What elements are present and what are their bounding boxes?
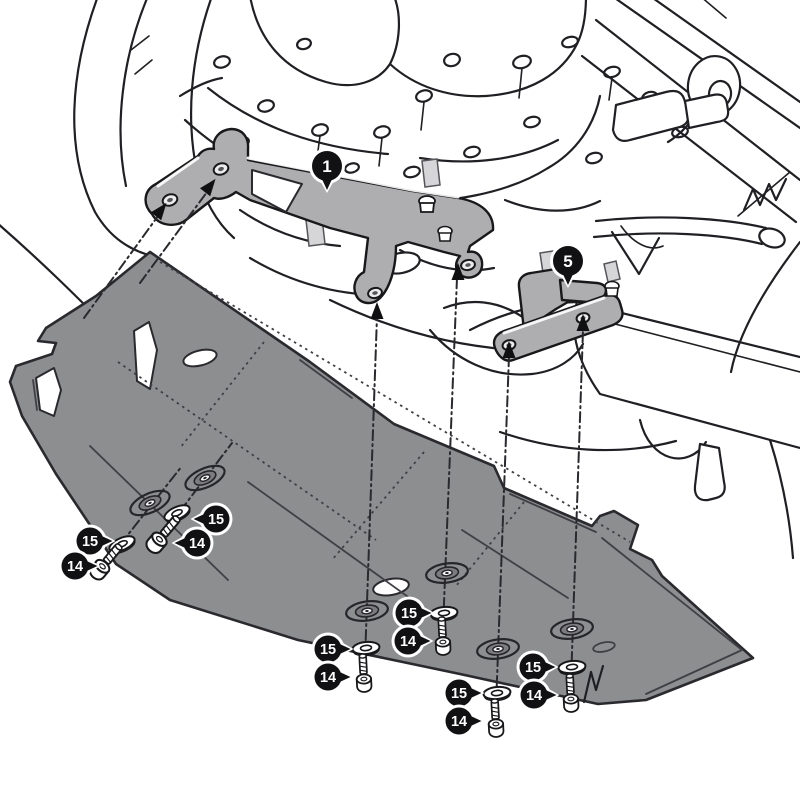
plate-cutout-hole bbox=[133, 321, 158, 390]
engine-line-art bbox=[0, 0, 800, 560]
pointer-arrow bbox=[370, 302, 384, 319]
plate-cutout-hole bbox=[35, 367, 62, 417]
arrows-group bbox=[150, 178, 590, 358]
part-callout-balloon: 14 bbox=[58, 549, 101, 583]
bracket-5 bbox=[492, 250, 624, 362]
alignment-leader-line bbox=[364, 315, 378, 661]
alignment-leader-line bbox=[495, 355, 510, 707]
pointer-arrow bbox=[502, 341, 516, 358]
screw-part-14 bbox=[88, 543, 123, 581]
part-number-label: 14 bbox=[320, 670, 336, 686]
part-callout-balloon: 14 bbox=[517, 678, 560, 712]
plate-mount-boss bbox=[476, 638, 520, 660]
bracket5-bolt bbox=[604, 280, 620, 297]
part-number-label: 15 bbox=[320, 642, 336, 658]
skid-plate bbox=[8, 250, 755, 706]
plate-slot-hole bbox=[182, 348, 218, 368]
alignment-leader-line bbox=[167, 442, 233, 528]
part-callout-balloon: 15 bbox=[73, 524, 116, 558]
part-number-label: 15 bbox=[525, 660, 541, 676]
linkage-detail bbox=[611, 54, 742, 144]
plate-mount-boss bbox=[345, 600, 389, 622]
part-callout-balloon: 1 bbox=[309, 148, 345, 193]
screw-part-14 bbox=[434, 616, 452, 656]
part-callout-balloon: 14 bbox=[171, 526, 214, 560]
part-callout-balloon: 14 bbox=[311, 660, 354, 694]
pointer-arrow bbox=[150, 202, 167, 221]
part-number-label: 15 bbox=[451, 686, 467, 702]
part-number-label: 14 bbox=[400, 634, 416, 650]
screw-part-14 bbox=[145, 515, 181, 555]
alignment-leader-line bbox=[139, 191, 208, 284]
alignment-leader-line bbox=[570, 329, 584, 683]
part-callout-balloon: 14 bbox=[391, 624, 434, 658]
washer-part-15 bbox=[351, 640, 381, 657]
part-number-label: 1 bbox=[322, 157, 331, 176]
part-callout-balloon: 5 bbox=[550, 243, 586, 288]
part-number-label: 14 bbox=[526, 688, 542, 704]
plate-mount-boss bbox=[425, 562, 469, 584]
part-number-label: 15 bbox=[401, 606, 417, 622]
part-number-label: 15 bbox=[82, 534, 98, 550]
part-callout-balloon: 15 bbox=[516, 650, 559, 684]
part-callout-balloon: 15 bbox=[311, 632, 354, 666]
pointer-arrow bbox=[451, 263, 465, 280]
part-number-label: 14 bbox=[67, 559, 83, 575]
alignment-leader-line bbox=[442, 277, 458, 629]
pointer-arrow bbox=[199, 178, 216, 197]
part-number-label: 15 bbox=[208, 512, 224, 528]
plate-mount-boss bbox=[550, 618, 594, 640]
bracket1-bolts bbox=[418, 195, 453, 242]
screws-group bbox=[88, 515, 580, 738]
pointer-arrow bbox=[576, 314, 590, 331]
plate-small-hole bbox=[592, 641, 616, 653]
washer-part-15 bbox=[557, 659, 587, 676]
part-callout-balloon: 15 bbox=[392, 596, 435, 630]
screw-part-14 bbox=[355, 653, 373, 693]
part-callout-balloon: 15 bbox=[442, 676, 485, 710]
screw-part-14 bbox=[487, 698, 505, 738]
part-callout-balloon: 14 bbox=[442, 704, 485, 738]
part-number-label: 5 bbox=[563, 252, 572, 271]
washer-part-15 bbox=[482, 685, 512, 702]
mount-bosses bbox=[129, 464, 594, 660]
alignment-leader-line bbox=[83, 215, 159, 319]
part-number-label: 14 bbox=[189, 536, 205, 552]
side-stand-and-spring bbox=[592, 171, 791, 249]
screw-part-14 bbox=[562, 673, 580, 713]
part-callout-balloon: 15 bbox=[190, 502, 233, 536]
part-number-label: 14 bbox=[451, 714, 467, 730]
break-mark bbox=[582, 664, 605, 704]
plate-mount-boss bbox=[129, 489, 171, 517]
bracket-1 bbox=[144, 127, 495, 305]
plate-mount-boss bbox=[184, 464, 226, 492]
